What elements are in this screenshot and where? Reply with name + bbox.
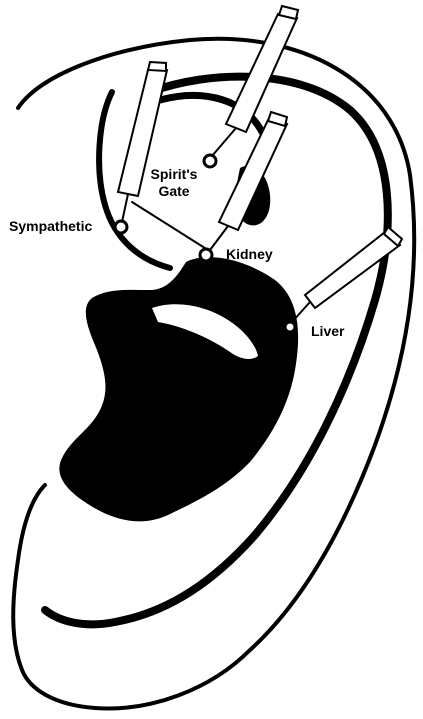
label-spirit-gate: Spirit's Gate [146,166,202,200]
point-spirit-gate [204,155,216,167]
label-spirit-gate-line1: Spirit's [146,166,202,183]
concha-cavity [59,257,298,521]
label-sympathetic: Sympathetic [9,218,92,235]
triangular-fossa-line [132,202,208,250]
label-kidney: Kidney [226,246,273,263]
label-liver: Liver [311,323,344,340]
needle-kidney [210,112,287,250]
point-sympathetic [115,221,127,233]
label-spirit-gate-line2: Gate [146,183,202,200]
point-kidney [200,249,212,261]
needle-liver [292,227,402,322]
point-liver [285,322,295,332]
